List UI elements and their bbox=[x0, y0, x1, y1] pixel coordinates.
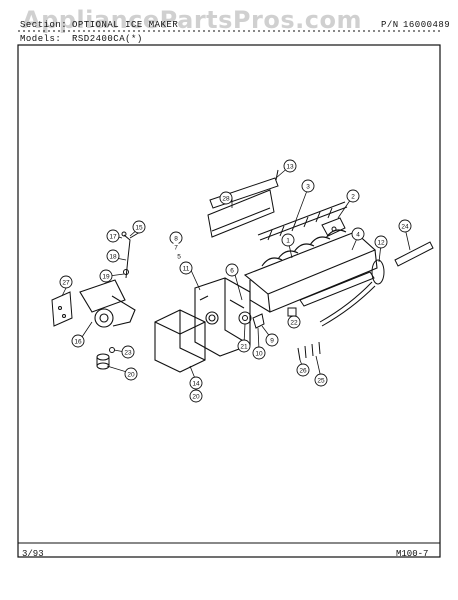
callout-2-label: 2 bbox=[351, 193, 355, 200]
callout-20-second-label: 20 bbox=[192, 393, 200, 400]
callout-19: 19 bbox=[99, 269, 113, 283]
callout-11-label: 11 bbox=[183, 265, 190, 272]
callout-1: 1 bbox=[281, 233, 295, 247]
footer-date: 3/93 bbox=[22, 549, 44, 559]
callout-12: 12 bbox=[374, 235, 388, 249]
callout-26-label: 26 bbox=[299, 367, 307, 374]
part-23-washer bbox=[109, 347, 115, 353]
callout-25: 25 bbox=[314, 373, 328, 387]
callout-3-label: 3 bbox=[306, 183, 310, 190]
part-14-cover bbox=[154, 309, 206, 373]
callout-15-label: 15 bbox=[135, 224, 143, 231]
part-12-fill-tube bbox=[319, 259, 385, 327]
callout-23: 23 bbox=[121, 345, 135, 359]
callout-7-label: 7 bbox=[174, 244, 178, 251]
part-2-bracket bbox=[321, 217, 346, 237]
callout-25-label: 25 bbox=[317, 377, 325, 384]
callout-21-label: 21 bbox=[240, 343, 248, 350]
callout-23-label: 23 bbox=[124, 349, 132, 356]
callout-10: 10 bbox=[252, 346, 266, 360]
callout-28-label: 28 bbox=[222, 195, 230, 202]
part-17-wire-harness bbox=[121, 231, 141, 279]
callout-1-label: 1 bbox=[286, 237, 290, 244]
footer-page-code: M100-7 bbox=[396, 549, 429, 559]
callout-10-label: 10 bbox=[255, 350, 263, 357]
part-24-tube bbox=[394, 241, 434, 267]
diagram-frame bbox=[17, 44, 441, 558]
callout-27: 27 bbox=[59, 275, 73, 289]
part-27-bracket bbox=[51, 291, 73, 327]
callout-6: 6 bbox=[225, 263, 239, 277]
callout-20: 20 bbox=[124, 367, 138, 381]
part-21-gear bbox=[238, 311, 252, 325]
callout-8-label: 8 bbox=[174, 235, 178, 242]
callout-13: 13 bbox=[283, 159, 297, 173]
models-value: RSD2400CA(*) bbox=[72, 34, 143, 44]
section-label: Section: bbox=[20, 20, 68, 30]
callout-11: 11 bbox=[179, 261, 193, 275]
callout-8: 8 bbox=[169, 231, 183, 245]
models-label: Models: bbox=[20, 34, 62, 44]
callout-14: 14 bbox=[189, 376, 203, 390]
part-28-mounting-plate bbox=[207, 189, 275, 238]
callout-17: 17 bbox=[106, 229, 120, 243]
callout-26: 26 bbox=[296, 363, 310, 377]
part-25-26-screws bbox=[297, 341, 321, 361]
callout-15: 15 bbox=[132, 220, 146, 234]
callout-24: 24 bbox=[398, 219, 412, 233]
part-13-cover-bar bbox=[209, 169, 279, 209]
section-value: OPTIONAL ICE MAKER bbox=[72, 20, 179, 30]
part-16-water-valve bbox=[79, 279, 136, 328]
part-4-heater bbox=[299, 271, 375, 307]
callout-7: 7 bbox=[171, 242, 181, 252]
callout-9-label: 9 bbox=[270, 337, 274, 344]
callout-22-label: 22 bbox=[290, 319, 298, 326]
callout-2: 2 bbox=[346, 189, 360, 203]
callout-17-label: 17 bbox=[109, 233, 117, 240]
callout-18-label: 18 bbox=[109, 253, 117, 260]
callout-19-label: 19 bbox=[102, 273, 110, 280]
callout-16: 16 bbox=[71, 334, 85, 348]
callout-4: 4 bbox=[351, 227, 365, 241]
callout-28: 28 bbox=[219, 191, 233, 205]
callout-16-label: 16 bbox=[74, 338, 82, 345]
part-20-cap bbox=[96, 353, 110, 370]
watermark: AppliancePartsPros.com bbox=[22, 6, 362, 34]
callout-12-label: 12 bbox=[377, 239, 385, 246]
callout-14-label: 14 bbox=[192, 380, 200, 387]
pn-label: P/N bbox=[381, 20, 399, 30]
callout-27-label: 27 bbox=[62, 279, 70, 286]
callout-9: 9 bbox=[265, 333, 279, 347]
callout-20-second: 20 bbox=[189, 389, 203, 403]
callout-24-label: 24 bbox=[401, 223, 409, 230]
callout-20-label: 20 bbox=[127, 371, 135, 378]
part-22-clip bbox=[287, 307, 297, 317]
callout-21: 21 bbox=[237, 339, 251, 353]
callout-18: 18 bbox=[106, 249, 120, 263]
part-9-switch bbox=[252, 313, 265, 329]
callout-6-label: 6 bbox=[230, 267, 234, 274]
callout-3: 3 bbox=[301, 179, 315, 193]
pn-value: 16000489 bbox=[403, 20, 451, 30]
part-3-ejector bbox=[257, 201, 348, 241]
callout-5: 5 bbox=[174, 251, 184, 261]
callout-22: 22 bbox=[287, 315, 301, 329]
callout-5-label: 5 bbox=[177, 253, 181, 260]
part-1-ice-mold bbox=[243, 229, 378, 313]
callout-4-label: 4 bbox=[356, 231, 360, 238]
callout-13-label: 13 bbox=[286, 163, 294, 170]
